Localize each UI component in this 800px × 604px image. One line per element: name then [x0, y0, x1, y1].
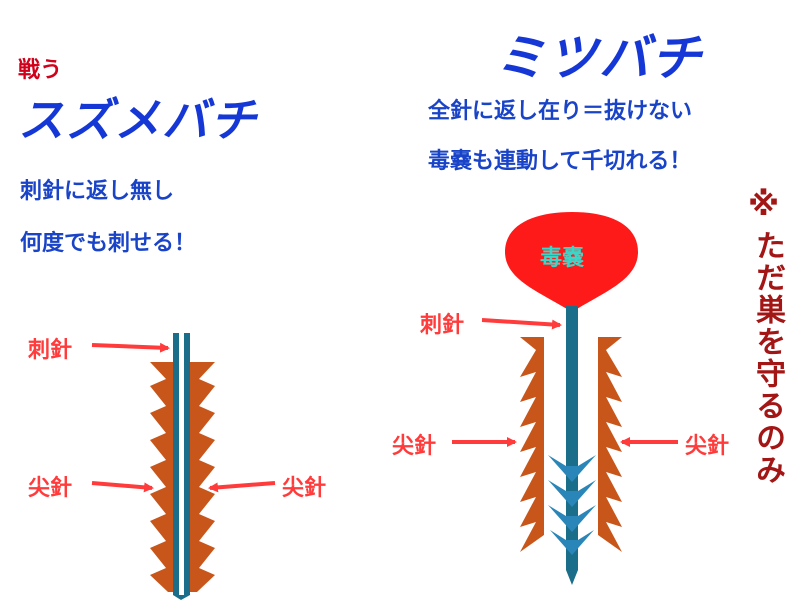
bee-label-lancet-right: 尖針 — [685, 434, 730, 459]
bee-stylet-barb — [550, 530, 594, 555]
right-line1: 全針に返し在り＝抜けない — [428, 99, 693, 124]
bee-label-lancet-left: 尖針 — [392, 434, 437, 459]
hornet-lancet-arrow-left — [91, 481, 154, 493]
right-title: ミツバチ — [495, 29, 703, 87]
note-mark: ※ — [748, 185, 780, 223]
hornet-stylet-a — [173, 333, 179, 595]
hornet-lancet-arrow-right — [208, 481, 276, 493]
bee-left-lancet — [520, 337, 544, 552]
bee-right-lancet — [598, 337, 622, 552]
left-kicker: 戦う — [18, 58, 63, 83]
bee-label-stinger: 刺針 — [420, 313, 465, 338]
hornet-stinger-diagram — [91, 333, 276, 600]
left-title: スズメバチ — [18, 93, 258, 147]
bee-stylet-barb — [548, 505, 596, 532]
hornet-label-lancet-left: 尖針 — [28, 476, 73, 501]
hornet-label-lancet-right: 尖針 — [282, 476, 327, 501]
bee-stylet-tip — [566, 570, 578, 585]
hornet-label-stinger: 刺針 — [28, 338, 73, 363]
left-line1: 刺針に返し無し — [20, 179, 175, 204]
venom-sac-label: 毒嚢 — [540, 246, 585, 271]
bee-stinger-arrow — [481, 318, 562, 330]
hornet-stinger-arrow — [91, 342, 170, 353]
right-line2: 毒嚢も連動して千切れる！ — [428, 149, 692, 174]
hornet-left-lancet — [150, 362, 175, 592]
bee-stylet-barb — [548, 455, 596, 482]
bee-stinger-diagram — [452, 212, 678, 585]
hornet-stylet-b — [184, 333, 190, 595]
bee-stylet-barb — [548, 480, 596, 507]
note-text: ただ巣を守るのみ — [750, 230, 785, 486]
venom-sac — [505, 212, 638, 312]
bee-stylet-shaft — [566, 306, 578, 570]
left-line2: 何度でも刺せる！ — [20, 231, 197, 256]
hornet-right-lancet — [190, 362, 215, 592]
hornet-stylet-tip — [173, 595, 190, 600]
